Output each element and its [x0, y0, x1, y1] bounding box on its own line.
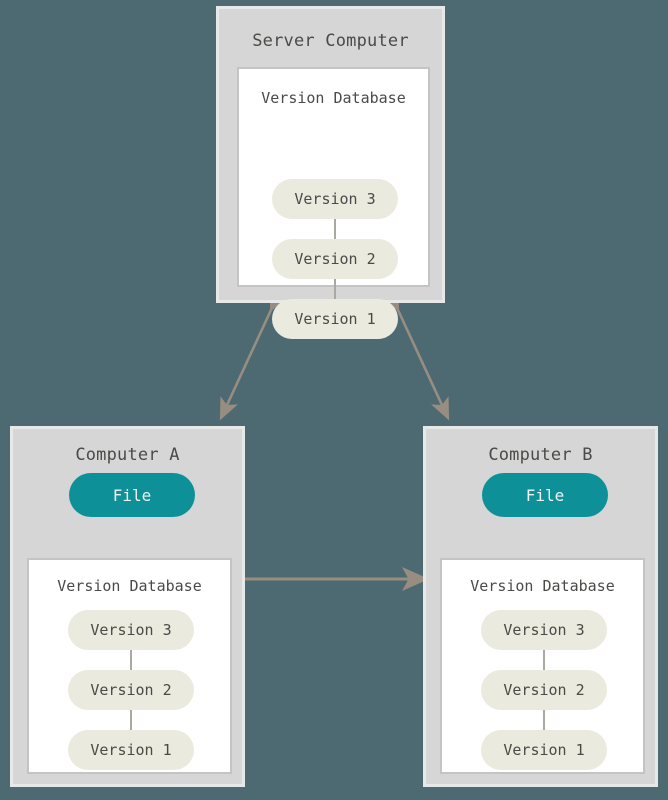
computer-a-version-pill-1[interactable]: Version 1	[68, 730, 194, 770]
server-version-connector-2-1	[334, 277, 336, 299]
computer-a-title: Computer A	[75, 445, 180, 465]
computer-a-version-pill-2[interactable]: Version 2	[68, 670, 194, 710]
computer-a-version-connector-2-1	[130, 708, 132, 730]
computer-b-version-label-2: Version 2	[503, 681, 585, 699]
computer-b-file-label: File	[525, 485, 565, 505]
server-computer-title: Server Computer	[252, 31, 409, 51]
arrow-server-to-computer-a	[219, 288, 288, 421]
server-version-label-1: Version 1	[294, 310, 376, 328]
server-version-database-title: Version Database	[261, 89, 406, 107]
computer-b-box[interactable]: Computer B File Version Database Version…	[423, 426, 658, 787]
computer-a-file-pill[interactable]: File	[69, 473, 195, 517]
computer-a-file-label: File	[112, 485, 152, 505]
server-version-label-3: Version 3	[294, 190, 376, 208]
computer-b-version-database-title: Version Database	[470, 577, 615, 595]
computer-b-version-database-box[interactable]: Version Database Version 3 Version 2 Ver…	[440, 558, 645, 774]
computer-b-version-pill-3[interactable]: Version 3	[481, 610, 607, 650]
computer-b-version-label-1: Version 1	[503, 741, 585, 759]
computer-b-file-pill[interactable]: File	[482, 473, 608, 517]
computer-b-version-pill-2[interactable]: Version 2	[481, 670, 607, 710]
computer-b-title: Computer B	[488, 445, 593, 465]
computer-a-box[interactable]: Computer A File Version Database Version…	[10, 426, 245, 787]
server-version-database-box[interactable]: Version Database Version 3 Version 2 Ver…	[237, 67, 430, 339]
computer-b-version-connector-2-1	[543, 708, 545, 730]
computer-b-version-label-3: Version 3	[503, 621, 585, 639]
computer-b-version-pill-1[interactable]: Version 1	[481, 730, 607, 770]
computer-a-version-label-3: Version 3	[90, 621, 172, 639]
arrow-server-to-computer-b	[381, 288, 450, 421]
computer-a-version-database-box[interactable]: Version Database Version 3 Version 2 Ver…	[27, 558, 232, 774]
computer-a-version-connector-3-2	[130, 648, 132, 670]
server-version-label-2: Version 2	[294, 250, 376, 268]
computer-b-version-connector-3-2	[543, 648, 545, 670]
server-computer-box[interactable]: Server Computer Version Database Version…	[216, 6, 445, 339]
server-version-pill-2[interactable]: Version 2	[272, 239, 398, 279]
computer-a-version-label-2: Version 2	[90, 681, 172, 699]
computer-a-version-label-1: Version 1	[90, 741, 172, 759]
server-version-pill-3[interactable]: Version 3	[272, 179, 398, 219]
computer-a-version-database-title: Version Database	[57, 577, 202, 595]
server-version-pill-1[interactable]: Version 1	[272, 299, 398, 339]
server-version-connector-3-2	[334, 217, 336, 239]
computer-a-version-pill-3[interactable]: Version 3	[68, 610, 194, 650]
